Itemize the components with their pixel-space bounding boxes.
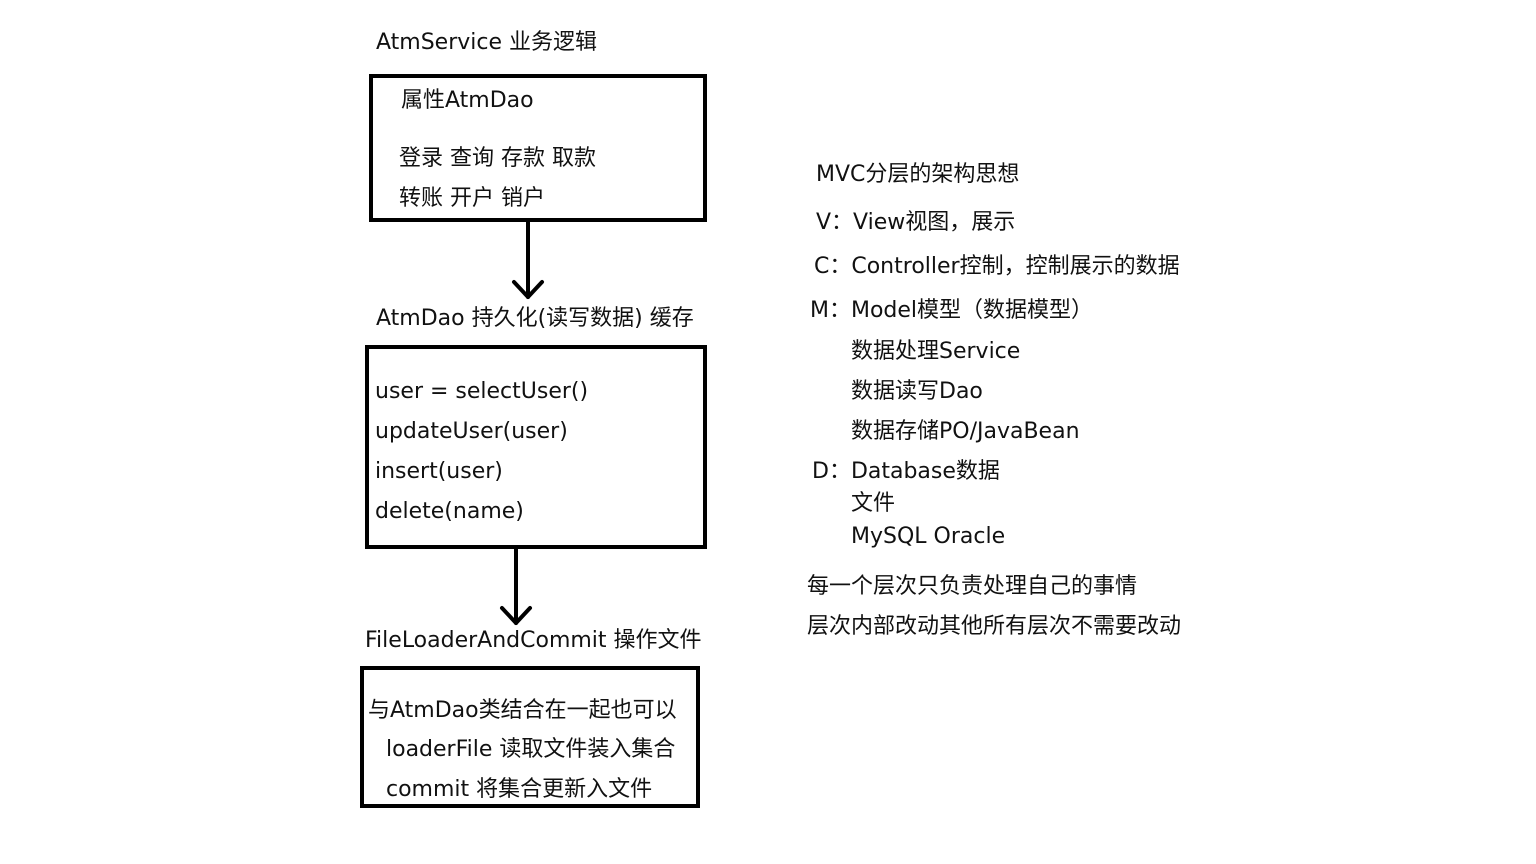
mvc-view-line: V：View视图，展示 xyxy=(816,210,1016,235)
mvc-controller-line: C：Controller控制，控制展示的数据 xyxy=(814,254,1180,279)
model-item: 数据处理Service xyxy=(851,339,1021,364)
dao-method: user = selectUser() xyxy=(375,379,589,404)
loader-note: 与AtmDao类结合在一起也可以 xyxy=(368,698,677,723)
service-box: 属性AtmDao 登录 查询 存款 取款 转账 开户 销户 xyxy=(369,74,707,222)
database-item: 文件 xyxy=(851,491,896,516)
database-item: MySQL Oracle xyxy=(851,524,1006,549)
service-attribute-text: 属性AtmDao xyxy=(401,88,534,113)
service-operations-line1: 登录 查询 存款 取款 xyxy=(399,146,596,171)
mvc-heading: MVC分层的架构思想 xyxy=(816,162,1020,187)
loader-commit-text: commit 将集合更新入文件 xyxy=(386,777,653,802)
service-operations-line2: 转账 开户 销户 xyxy=(399,186,545,211)
dao-title: AtmDao 持久化(读写数据) 缓存 xyxy=(376,306,694,331)
layer-note-1: 每一个层次只负责处理自己的事情 xyxy=(807,574,1138,599)
arrow-dao-to-loader xyxy=(500,547,532,625)
service-title: AtmService 业务逻辑 xyxy=(376,30,598,55)
dao-method: insert(user) xyxy=(375,459,503,484)
dao-box: user = selectUser() updateUser(user) ins… xyxy=(365,345,707,549)
dao-method: delete(name) xyxy=(375,499,524,524)
model-item: 数据存储PO/JavaBean xyxy=(851,419,1080,444)
loader-box: 与AtmDao类结合在一起也可以 loaderFile 读取文件装入集合 com… xyxy=(360,666,700,808)
loader-load-text: loaderFile 读取文件装入集合 xyxy=(386,737,676,762)
loader-title: FileLoaderAndCommit 操作文件 xyxy=(365,628,702,653)
layer-note-2: 层次内部改动其他所有层次不需要改动 xyxy=(807,614,1182,639)
model-item: 数据读写Dao xyxy=(851,379,983,404)
mvc-database-line: D：Database数据 xyxy=(812,459,1000,484)
dao-method: updateUser(user) xyxy=(375,419,568,444)
arrow-service-to-dao xyxy=(512,220,544,299)
mvc-model-line: M：Model模型（数据模型） xyxy=(810,298,1094,323)
